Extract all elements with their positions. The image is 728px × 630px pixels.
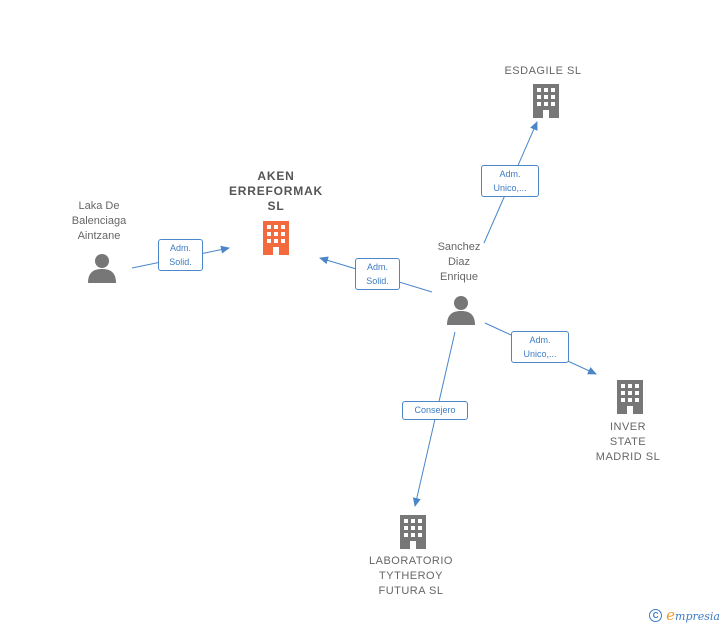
edge-label-sanchez-inver[interactable]: Adm. Unico,... bbox=[511, 331, 569, 363]
node-label-laboratorio[interactable]: LABORATORIO TYTHEROY FUTURA SL bbox=[369, 555, 453, 597]
edge-label-laka-aken[interactable]: Adm. Solid. bbox=[158, 239, 203, 271]
edge-label-sanchez-aken[interactable]: Adm. Solid. bbox=[355, 258, 400, 290]
brand-logo[interactable]: empresia bbox=[666, 606, 720, 624]
node-label-esdagile[interactable]: ESDAGILE SL bbox=[504, 65, 582, 77]
person-icon[interactable] bbox=[88, 254, 116, 283]
node-label-inver[interactable]: INVER STATE MADRID SL bbox=[595, 421, 661, 463]
node-label-aken[interactable]: AKEN ERREFORMAK SL bbox=[229, 169, 323, 213]
footer-brand: C empresia bbox=[649, 606, 720, 624]
person-icon[interactable] bbox=[447, 296, 475, 325]
node-label-laka[interactable]: Laka De Balenciaga Aintzane bbox=[71, 200, 127, 242]
edge-label-sanchez-laboratorio[interactable]: Consejero bbox=[402, 401, 468, 420]
copyright-icon: C bbox=[649, 608, 663, 622]
brand-name: mpresia bbox=[675, 610, 720, 623]
node-label-sanchez[interactable]: Sanchez Diaz Enrique bbox=[437, 241, 481, 283]
building-icon[interactable] bbox=[263, 221, 289, 255]
building-icon[interactable] bbox=[400, 515, 426, 549]
brand-initial: e bbox=[666, 606, 676, 624]
edge-label-sanchez-esdagile[interactable]: Adm. Unico,... bbox=[481, 165, 539, 197]
building-icon[interactable] bbox=[533, 84, 559, 118]
building-icon[interactable] bbox=[617, 380, 643, 414]
